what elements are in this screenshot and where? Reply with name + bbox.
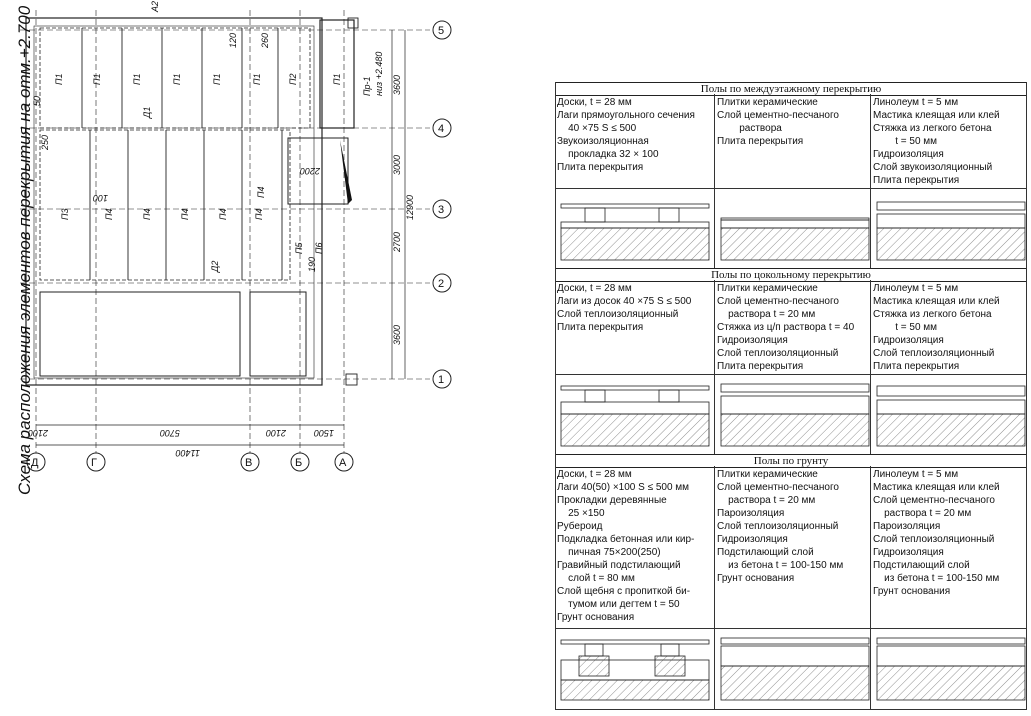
- svg-text:260: 260: [260, 33, 270, 49]
- floor-section-drawings: [560, 637, 1026, 701]
- svg-text:Г: Г: [91, 457, 97, 469]
- floor-section-drawings: [560, 383, 1026, 447]
- svg-text:5: 5: [438, 25, 444, 37]
- axis-1-marker: 1: [432, 369, 452, 389]
- slab-label: П5: [294, 241, 304, 254]
- svg-text:190: 190: [307, 257, 317, 272]
- lintel-level-label: низ +2.480: [374, 52, 384, 96]
- axis-2-marker: 2: [432, 273, 452, 293]
- slab-label: П1: [172, 73, 182, 85]
- svg-text:Д: Д: [31, 457, 39, 469]
- floor-layers-text: Линолеум t = 5 мм Мастика клеящая или кл…: [873, 469, 1000, 597]
- axis-d-marker: Д: [26, 452, 46, 472]
- dim-label: 2100: [266, 428, 287, 438]
- axis-v-marker: В: [240, 452, 260, 472]
- floor-slab-plan: 5 4 3 2 1 Д Г В Б А П1 П1 П1 П1 П1 П1 П2…: [20, 1, 452, 472]
- slab-label: П4: [218, 208, 228, 220]
- svg-text:Б: Б: [295, 457, 302, 469]
- dim-label: 2700: [392, 232, 402, 253]
- floor-layers-text: Плитки керамические Слой цементно-песчан…: [717, 97, 839, 147]
- slab-label: П4: [180, 208, 190, 220]
- svg-text:1: 1: [438, 374, 444, 386]
- slab-label: П1: [92, 73, 102, 85]
- slab-label: П1: [132, 73, 142, 85]
- floor-layers-text: Доски, t = 28 мм Лаги 40(50) ×100 S ≤ 50…: [557, 469, 695, 623]
- dim-label: 1500: [314, 428, 334, 438]
- floor-layers-text: Плитки керамические Слой цементно-песчан…: [717, 283, 855, 372]
- dim-label: 5700: [160, 428, 180, 438]
- floor-section-drawings: [560, 201, 1026, 261]
- svg-text:В: В: [245, 457, 252, 469]
- slab-label: П6: [314, 242, 324, 254]
- dim-total-label: 11400: [176, 448, 200, 458]
- svg-text:2: 2: [438, 278, 444, 290]
- axis-3-marker: 3: [432, 199, 452, 219]
- beam-d1-label: Д1: [142, 107, 152, 119]
- slab-label: П4: [256, 186, 266, 198]
- plan-title: Схема расположения элементов перекрытия …: [15, 5, 34, 495]
- dim-label: 3000: [392, 155, 402, 175]
- section-header: Полы по грунту: [555, 454, 1027, 468]
- slab-label: П3: [60, 208, 70, 220]
- axis-4-marker: 4: [432, 118, 452, 138]
- svg-text:50: 50: [32, 96, 42, 106]
- slab-label: П4: [104, 208, 114, 220]
- axis-g-marker: Г: [86, 452, 106, 472]
- svg-text:100: 100: [93, 193, 108, 203]
- axis-b-marker: Б: [290, 452, 310, 472]
- floor-types-table: Полы по междуэтажному перекрытию Доски, …: [555, 82, 1027, 710]
- svg-text:250: 250: [40, 135, 50, 151]
- slab-label: П4: [142, 208, 152, 220]
- axis-a-marker: А: [334, 452, 354, 472]
- slab-label: П2: [288, 73, 298, 85]
- section-header: Полы по междуэтажному перекрытию: [555, 82, 1027, 96]
- floor-layers-text: Плитки керамические Слой цементно-песчан…: [717, 469, 844, 584]
- slab-label: П4: [254, 208, 264, 220]
- svg-text:А: А: [339, 457, 347, 469]
- floor-layers-text: Доски, t = 28 мм Лаги прямоугольного сеч…: [557, 97, 695, 173]
- dim-label: 3600: [392, 75, 402, 95]
- lintel-label: Пр-1: [362, 76, 372, 96]
- svg-text:120: 120: [228, 33, 238, 48]
- dim-label: 2100: [28, 428, 49, 438]
- beam-a2-label: А2: [150, 1, 160, 13]
- beam-d2-label: Д2: [210, 261, 220, 273]
- section-header: Полы по цокольному перекрытию: [555, 268, 1027, 282]
- floor-layers-text: Линолеум t = 5 мм Мастика клеящая или кл…: [873, 97, 1000, 186]
- axis-5-marker: 5: [432, 20, 452, 40]
- floor-layers-text: Линолеум t = 5 мм Мастика клеящая или кл…: [873, 283, 1000, 372]
- svg-text:3: 3: [438, 204, 444, 216]
- slab-label: П1: [252, 73, 262, 85]
- svg-text:2200: 2200: [300, 166, 321, 176]
- dim-total-label: 12900: [405, 195, 415, 220]
- dim-label: 3600: [392, 325, 402, 345]
- slab-label: П1: [332, 73, 342, 85]
- floor-layers-text: Доски, t = 28 мм Лаги из досок 40 ×75 S …: [557, 283, 692, 333]
- svg-text:4: 4: [438, 123, 444, 135]
- slab-label: П1: [212, 73, 222, 85]
- slab-label: П1: [54, 73, 64, 85]
